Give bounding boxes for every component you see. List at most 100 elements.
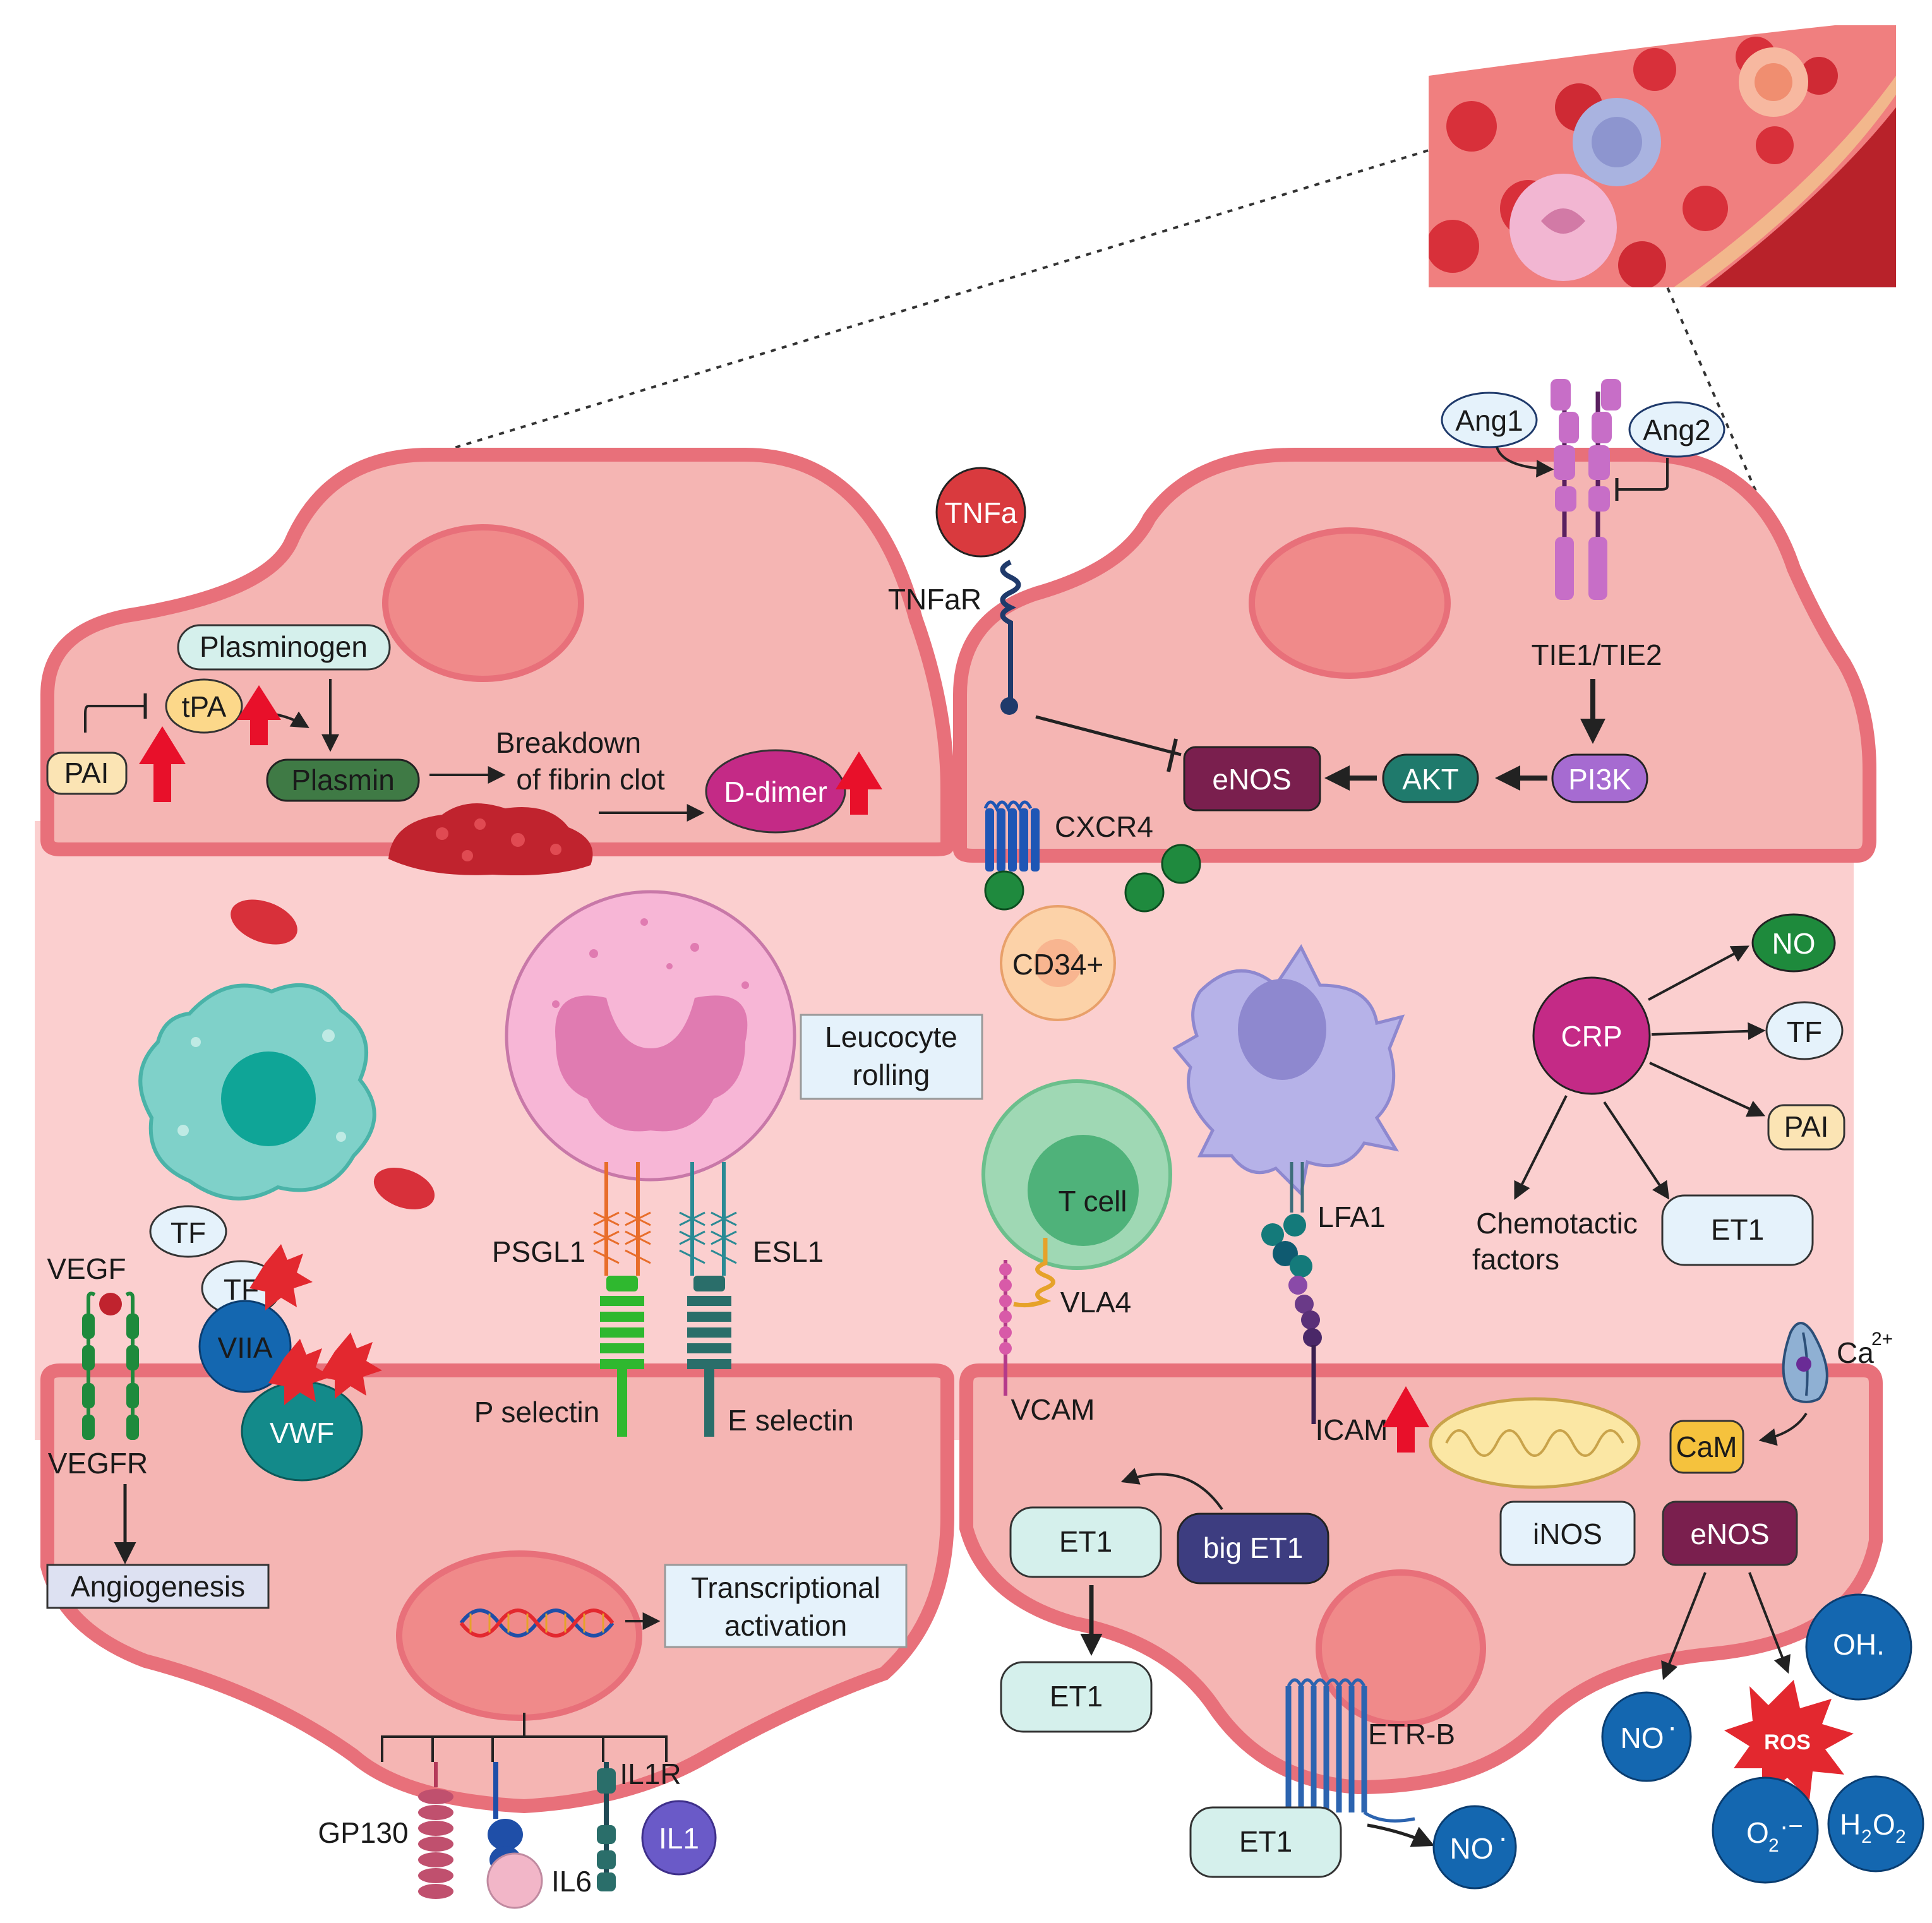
pai-right-pill (1767, 1104, 1845, 1151)
esl1-label: ESL1 (753, 1235, 824, 1268)
vegf-receptor-icon (82, 1291, 139, 1440)
no-b-label: NO (1450, 1832, 1494, 1865)
psgl1-label: PSGL1 (492, 1235, 585, 1268)
tf-right-ellipse (1765, 1001, 1844, 1060)
enos-to-ros-arrow (1748, 1572, 1791, 1674)
platelet-icons (249, 1244, 382, 1405)
no-a-label: NO (1621, 1722, 1664, 1754)
h2o2-o: O (1873, 1808, 1895, 1841)
mitochondrion-icon (1429, 1397, 1641, 1489)
il1-label: IL1 (659, 1822, 699, 1855)
big-et1-to-et1-arrow (1120, 1468, 1223, 1511)
e-selectin-icon (687, 1276, 731, 1437)
cam-box (1669, 1420, 1744, 1474)
il1r-icon (597, 1762, 616, 1891)
il6-label: IL6 (551, 1865, 592, 1898)
ang1-activate-arrow (1496, 446, 1554, 478)
pi3k-label: PI3K (1568, 763, 1631, 796)
crp-to-et1-arrow (1603, 1101, 1670, 1200)
il1r-label: IL1R (620, 1758, 681, 1790)
akt-pill (1382, 753, 1479, 803)
top-left-endothelial-cell (40, 448, 954, 856)
ros-label: ROS (1764, 1730, 1811, 1754)
ang2-inhibit-line (1617, 458, 1669, 491)
p-selectin-icon (600, 1276, 644, 1437)
esl1-icon (679, 1162, 737, 1276)
transcriptional-box (664, 1564, 908, 1648)
pai-label: PAI (64, 757, 109, 789)
h2o2-2a: 2 (1861, 1826, 1872, 1847)
icam-up-arrow-icon (1383, 1386, 1429, 1453)
o2-sub: 2 (1768, 1835, 1779, 1856)
tnfar-anchor (1000, 697, 1018, 715)
crp-to-tf-arrow (1651, 1022, 1766, 1040)
transcriptional-label-2: activation (724, 1609, 847, 1642)
vla4-label: VLA4 (1060, 1286, 1132, 1319)
et1-lumen-label: ET1 (1711, 1213, 1764, 1246)
chemokine-dot-1 (984, 870, 1024, 911)
lfa1-label: LFA1 (1317, 1201, 1385, 1233)
ca-to-cam-arrow (1758, 1412, 1808, 1446)
no-green-label: NO (1772, 927, 1816, 960)
tnfar-inhibit-bar (1167, 738, 1178, 772)
et1-c-label: ET1 (1239, 1825, 1292, 1858)
oh-circle (1805, 1593, 1912, 1701)
leucocyte-label-2: rolling (853, 1058, 930, 1091)
vwf-label: VWF (270, 1417, 334, 1449)
bottom-left-endothelial-cell (40, 1363, 954, 1814)
tpa-ellipse (165, 678, 243, 734)
ddimer-up-arrow-icon (836, 752, 882, 815)
il1-circle (641, 1800, 717, 1876)
transcriptional-label-1: Transcriptional (691, 1571, 880, 1604)
crp-to-chemotactic-arrow (1514, 1095, 1568, 1201)
ros-burst-icon (1724, 1680, 1854, 1800)
angiogenesis-label: Angiogenesis (71, 1570, 245, 1603)
tf-left-label: TF (171, 1216, 206, 1249)
crp-to-pai-arrow (1649, 1062, 1766, 1117)
chemotactic-label-1: Chemotactic (1476, 1207, 1638, 1240)
pai-inhibit-line (84, 705, 145, 733)
chemotactic-label-2: factors (1472, 1243, 1559, 1276)
rbc-icon-1 (231, 899, 297, 945)
calcium-channel-icon (1782, 1322, 1828, 1403)
angiogenesis-box (46, 1564, 270, 1609)
ddimer-ellipse (705, 749, 846, 834)
oh-label: OH. (1833, 1628, 1885, 1661)
ang1-label: Ang1 (1455, 404, 1523, 437)
h2o2-circle (1827, 1775, 1924, 1872)
rbc-icon-2 (373, 1168, 435, 1209)
superoxide-circle (1712, 1776, 1819, 1884)
o2-main: O (1746, 1816, 1769, 1849)
breakdown-label-1: Breakdown (496, 726, 641, 759)
inos-label: iNOS (1533, 1518, 1602, 1550)
tpa-label: tPA (182, 690, 227, 723)
monocyte-cell-icon (138, 983, 376, 1201)
et1-a-label: ET1 (1059, 1525, 1112, 1558)
tnfar-inhibit-line (1035, 715, 1182, 757)
fibrin-clot-icon (388, 803, 593, 875)
inos-box (1499, 1501, 1636, 1566)
et1-a-box (1009, 1506, 1162, 1578)
lfa1-icon (1261, 1214, 1322, 1424)
top-left-nucleus (382, 524, 584, 682)
tnfar-label: TNFaR (888, 583, 981, 616)
ca-label: Ca (1837, 1336, 1874, 1369)
enos-bottom-box (1662, 1501, 1798, 1566)
big-et1-label: big ET1 (1203, 1531, 1304, 1564)
tie-label: TIE1/TIE2 (1531, 638, 1662, 671)
tpa-up-arrow-icon (237, 685, 281, 745)
plasmin-label: Plasmin (291, 764, 395, 796)
cxcr4-receptor-icon (983, 800, 1040, 872)
tnfa-circle (935, 467, 1026, 558)
icam-label: ICAM (1316, 1413, 1388, 1446)
tcell-label: T cell (1058, 1185, 1127, 1218)
e-selectin-label: E selectin (728, 1404, 853, 1437)
crp-circle (1532, 976, 1651, 1095)
cd34-label: CD34+ (1012, 948, 1103, 981)
ca-superscript: 2+ (1871, 1329, 1893, 1350)
ang2-ellipse (1628, 401, 1725, 458)
ddimer-label: D-dimer (724, 776, 827, 808)
no-a-dot: · (1667, 1710, 1677, 1743)
bottom-right-endothelial-cell (959, 1363, 1883, 1795)
